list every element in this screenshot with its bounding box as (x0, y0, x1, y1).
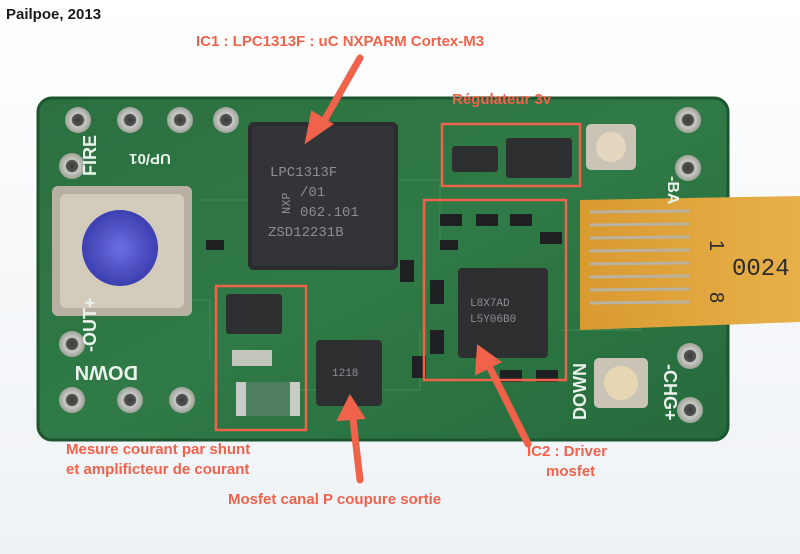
ic1-arrowhead (304, 110, 334, 145)
label-shunt-line1: Mesure courant par shunt (66, 441, 251, 458)
side-buttons (586, 124, 648, 408)
mosfet-chip: 1218 (316, 340, 382, 406)
label-regulator: Régulateur 3v (452, 91, 552, 108)
regulator-highlight-box (440, 122, 582, 188)
silk-chg: -CHG+ (660, 364, 680, 421)
mosfet-arrowhead (336, 393, 366, 422)
silk-ba: -BA (664, 176, 681, 205)
shunt-highlight-box (214, 284, 308, 432)
ic2-marking-2: L5Y06B0 (470, 314, 516, 326)
ic1-marking-4: ZSD12231B (268, 225, 344, 241)
ic2-marking-1: L8X7AD (470, 298, 510, 310)
ribbon-pin-first: 1 (705, 240, 727, 251)
ic2-driver: L8X7AD L5Y06B0 (458, 268, 548, 358)
mosfet-marking: 1218 (332, 368, 358, 380)
ribbon-pin-last: 8 (705, 292, 727, 303)
ribbon-cable: 1 8 0024 (580, 196, 800, 330)
ic1-brand: NXP (280, 192, 294, 214)
ic1-marking-1: LPC1313F (270, 165, 337, 181)
ic1-marking-2: /01 (300, 185, 325, 201)
silk-up: UP/01 (129, 150, 171, 167)
silk-down-left: DOWN (75, 361, 138, 383)
through-hole-pads (59, 107, 703, 423)
label-mosfet: Mosfet canal P coupure sortie (228, 491, 442, 508)
ic2-arrowhead (474, 344, 502, 376)
shunt-components (226, 294, 300, 416)
ic1-marking-3: 062.101 (300, 205, 359, 221)
switch-button-cap (82, 210, 158, 286)
label-shunt-line2: et amplificteur de courant (66, 461, 250, 478)
tactile-switch (52, 186, 192, 316)
mosfet-arrow (348, 406, 364, 484)
silk-down-right: DOWN (570, 363, 590, 420)
ic1-arrow (316, 54, 364, 132)
ribbon-code: 0024 (732, 256, 790, 283)
label-ic2-line2: mosfet (546, 463, 596, 480)
label-ic2-line1: IC2 : Driver (527, 443, 608, 460)
label-ic1: IC1 : LPC1313F : uC NXPARM Cortex-M3 (196, 33, 485, 50)
regulator-chips (452, 138, 572, 178)
smd-components (206, 214, 562, 382)
silk-out: -OUT+ (80, 297, 100, 352)
silk-fire: FIRE (80, 135, 100, 176)
ic2-arrow (482, 356, 532, 448)
ic1-microcontroller: LPC1313F /01 062.101 ZSD12231B NXP (248, 122, 398, 270)
silkscreen: FIRE UP/01 -OUT+ DOWN DOWN -BA -CHG+ (75, 135, 681, 421)
photo-credit: Pailpoe, 2013 (6, 6, 102, 23)
